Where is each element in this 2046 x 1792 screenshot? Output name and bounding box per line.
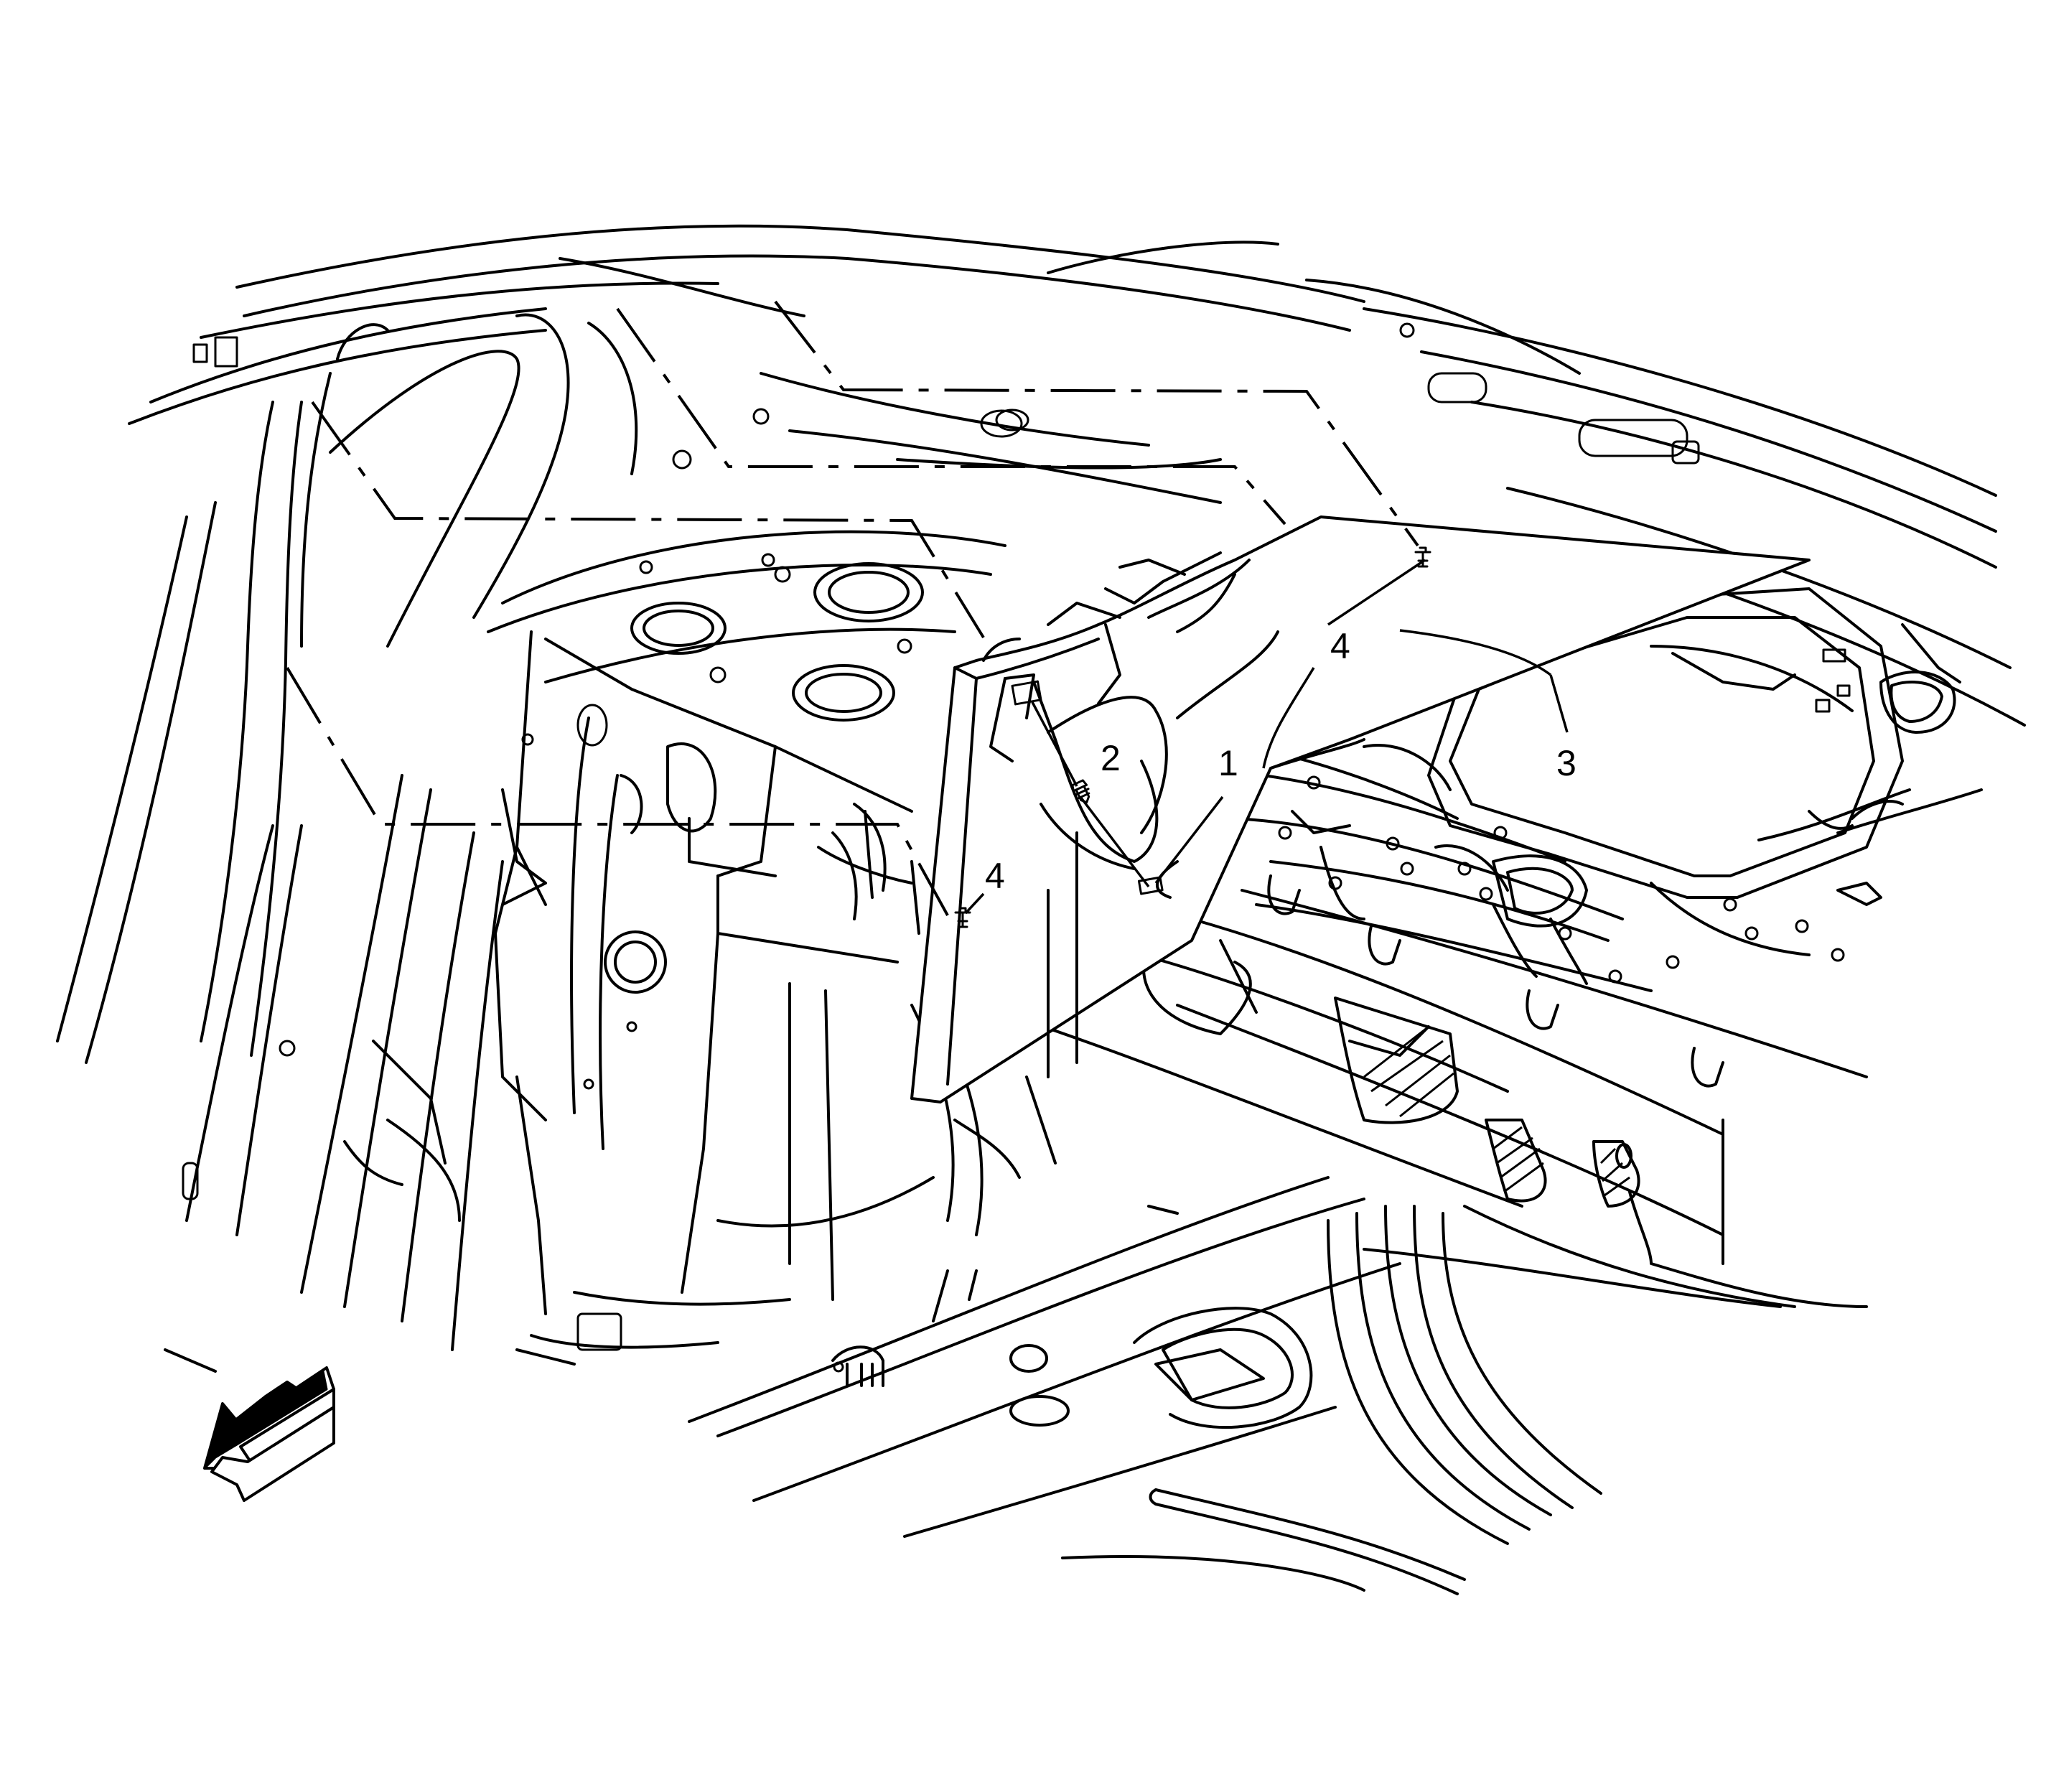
clip-fastener-icon	[1416, 548, 1430, 566]
left-lower-body	[165, 775, 1055, 1371]
callout-2: 2	[1101, 738, 1121, 778]
rear-shelf	[488, 373, 1220, 720]
callout-4-upper: 4	[1330, 626, 1350, 666]
rear-bulkhead	[495, 632, 912, 1299]
callout-3: 3	[1556, 743, 1576, 783]
callout-4-lower: 4	[985, 856, 1005, 896]
push-pin-retainer-icon	[1071, 780, 1093, 806]
floor-panel	[689, 1177, 1795, 1594]
trunk-rear-panel	[912, 862, 1867, 1307]
callout-1: 1	[1218, 743, 1238, 783]
callouts: 1 2 3 4 4	[985, 626, 1576, 896]
installation-lines	[287, 302, 1418, 915]
fasteners	[956, 548, 1430, 927]
trim-panels	[912, 517, 1809, 1102]
front-arrow-icon	[205, 1368, 334, 1501]
leader-lines	[966, 560, 1567, 913]
clip-fastener-icon	[956, 908, 970, 927]
trunk-floor-pan	[1235, 589, 1981, 1086]
